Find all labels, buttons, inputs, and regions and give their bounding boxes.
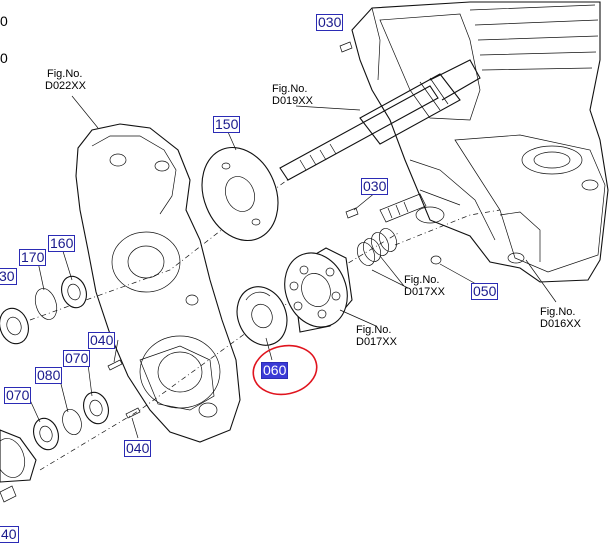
figref-d019-label: Fig.No.: [272, 83, 308, 95]
spring-set: [356, 228, 398, 266]
figref-d022-code: D022XX: [45, 80, 86, 92]
callout-070-upper[interactable]: 070: [63, 350, 91, 367]
valve-plate: [236, 286, 288, 346]
figref-d017-upper-label: Fig.No.: [404, 274, 440, 286]
edge-fragment-top: 0: [0, 13, 8, 29]
left-seals: [0, 275, 109, 503]
highlight-circle: [252, 344, 318, 396]
figref-d016[interactable]: Fig.No. D016XX: [540, 306, 581, 330]
callout-040-lower[interactable]: 040: [124, 440, 152, 457]
callout-160[interactable]: 160: [48, 235, 76, 252]
callout-150[interactable]: 150: [213, 116, 241, 133]
thrust-plate: [201, 146, 279, 242]
figref-d017-lower-label: Fig.No.: [356, 324, 392, 336]
callout-030-mid[interactable]: 030: [361, 178, 389, 195]
callout-060[interactable]: 060: [261, 362, 289, 379]
leader-lines: [29, 95, 557, 439]
transmission-housing: [351, 1, 609, 283]
figref-d017-upper-code: D017XX: [404, 286, 445, 298]
cylinder-block: [284, 247, 353, 333]
figref-d016-label: Fig.No.: [540, 306, 576, 318]
figref-d019-code: D019XX: [272, 95, 313, 107]
callout-050[interactable]: 050: [471, 283, 499, 300]
pins: [107, 41, 442, 419]
edge-fragment-second: 0: [0, 50, 8, 66]
figref-d022-label: Fig.No.: [47, 68, 83, 80]
figref-d017-upper[interactable]: Fig.No. D017XX: [404, 274, 445, 298]
callout-40-edge[interactable]: 40: [0, 526, 19, 543]
figref-d017-lower-code: D017XX: [356, 336, 397, 348]
figref-d019[interactable]: Fig.No. D019XX: [272, 83, 313, 107]
callout-070-lower[interactable]: 070: [4, 387, 32, 404]
callout-040-upper[interactable]: 040: [88, 332, 116, 349]
callout-030-top[interactable]: 030: [316, 14, 344, 31]
figref-d017-lower[interactable]: Fig.No. D017XX: [356, 324, 397, 348]
callout-30-edge[interactable]: 30: [0, 268, 17, 285]
callout-170[interactable]: 170: [19, 249, 47, 266]
front-cover: [75, 123, 241, 443]
figref-d022[interactable]: Fig.No. D022XX: [45, 68, 86, 92]
callout-080[interactable]: 080: [35, 367, 63, 384]
main-shaft: [279, 59, 481, 223]
figref-d016-code: D016XX: [540, 318, 581, 330]
